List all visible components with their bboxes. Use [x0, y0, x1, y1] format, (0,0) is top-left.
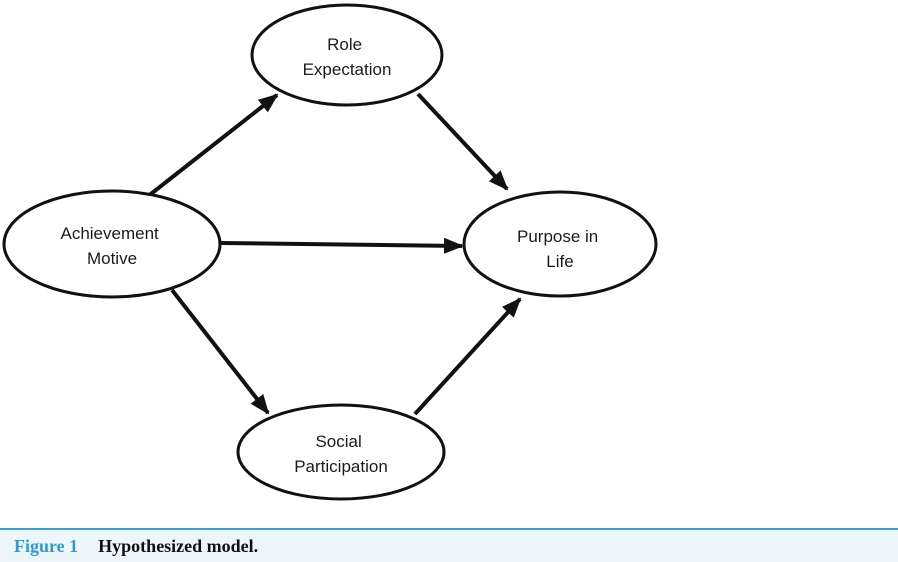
node-social-participation-label: Social Participation — [294, 432, 388, 476]
node-achievement-motive-shape — [2, 189, 222, 299]
edges — [145, 92, 522, 416]
figure-caption-text: Hypothesized model. — [98, 535, 259, 556]
edge-role-to-purpose — [416, 92, 509, 191]
node-purpose-in-life-label: Purpose in Life — [517, 227, 603, 271]
edge-achievement-to-purpose — [220, 237, 464, 254]
edge-achievement-to-social — [170, 288, 270, 415]
path-model-diagram: Role Expectation Achievement Motive Purp… — [2, 3, 658, 501]
node-role-expectation: Role Expectation — [250, 3, 444, 107]
figure-number-label: Figure 1 — [14, 535, 79, 556]
node-purpose-in-life-shape — [462, 190, 658, 298]
node-purpose-in-life: Purpose in Life — [462, 190, 658, 298]
node-social-participation-shape — [236, 403, 446, 501]
edge-achievement-to-role — [145, 93, 279, 199]
figure-caption: Figure 1 Hypothesized model. — [0, 528, 898, 562]
node-achievement-motive-label: Achievement Motive — [60, 224, 163, 268]
node-role-expectation-shape — [250, 3, 444, 107]
edge-social-to-purpose — [413, 297, 522, 416]
node-social-participation: Social Participation — [236, 403, 446, 501]
node-role-expectation-label: Role Expectation — [303, 35, 392, 79]
diagram-canvas: Role Expectation Achievement Motive Purp… — [2, 3, 658, 501]
node-achievement-motive: Achievement Motive — [2, 189, 222, 299]
